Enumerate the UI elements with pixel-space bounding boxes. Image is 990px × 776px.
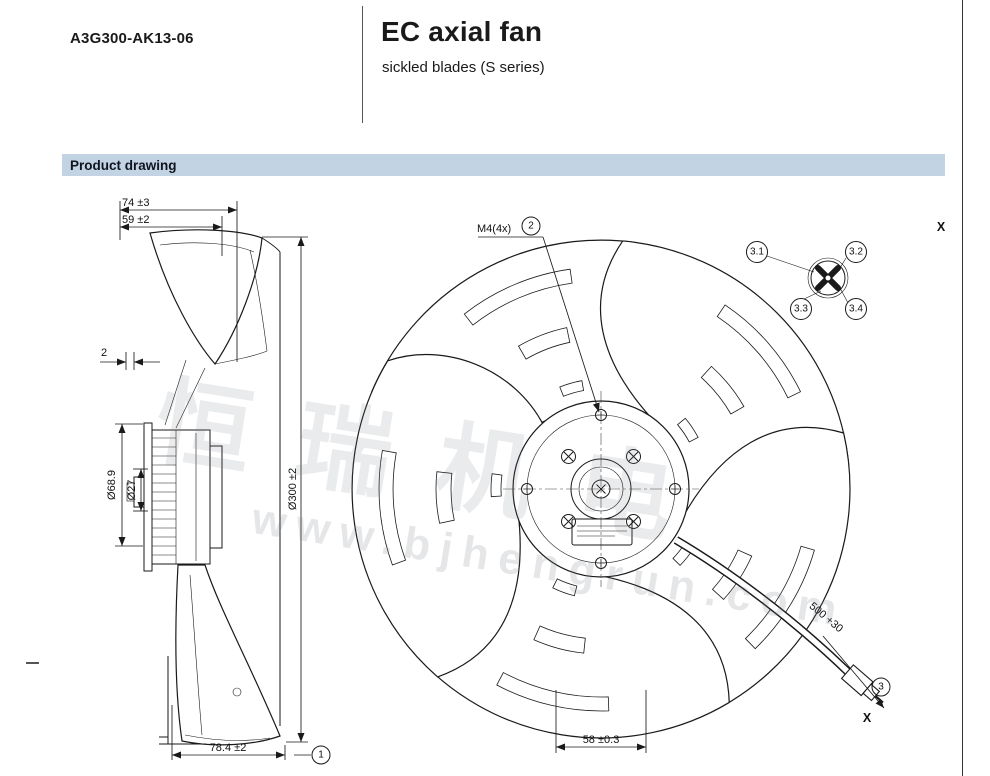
side-view <box>126 229 281 746</box>
centerlines <box>503 391 699 587</box>
dim-dia-shaft: Ø27 <box>126 468 148 512</box>
pin-3-3-label: 3.3 <box>794 304 808 315</box>
dim-m4-label: M4(4x) <box>477 223 511 235</box>
pin-3-4-label: 3.4 <box>849 304 863 315</box>
dim-59: 59 ±2 <box>120 214 223 256</box>
dim-59-label: 59 ±2 <box>122 214 149 226</box>
dim-74-label: 74 ±3 <box>122 197 149 209</box>
callout-2-circle <box>521 216 541 236</box>
bottom-bracket <box>159 656 206 745</box>
callout-3-circle <box>871 677 891 697</box>
pin-3-2-label: 3.2 <box>849 247 863 258</box>
page-right-border <box>962 0 963 776</box>
pin-3-2: 3.2 <box>845 241 867 263</box>
motor-laminations <box>152 437 176 556</box>
section-title: Product drawing <box>70 157 177 173</box>
dim-dia-motor: Ø68.9 <box>106 423 143 547</box>
dim-dia-motor-label: Ø68.9 <box>106 470 118 500</box>
dim-2-label: 2 <box>101 347 107 359</box>
view-x-label: X <box>937 220 946 234</box>
dim-depth: 78.4 ±2 1 <box>171 705 331 765</box>
mounting-holes <box>521 409 681 569</box>
dim-74: 74 ±3 <box>119 197 238 362</box>
section-x-bottom: X <box>822 635 885 725</box>
part-number: A3G300-AK13-06 <box>70 30 194 47</box>
connector-detail: X 3.1 3.2 3.3 3.4 <box>746 220 946 320</box>
dim-dia-shaft-label: Ø27 <box>126 480 138 501</box>
connector-face <box>810 260 846 296</box>
callout-1-circle <box>311 745 331 765</box>
pin-3-4: 3.4 <box>845 298 867 320</box>
callout-2: 2 <box>528 221 534 232</box>
pin-3-3: 3.3 <box>790 298 812 320</box>
margin-mark <box>26 662 39 664</box>
pin-3-1: 3.1 <box>746 241 768 263</box>
section-header-product-drawing: Product drawing <box>62 154 945 176</box>
page-title: EC axial fan <box>381 16 543 47</box>
hub-label <box>571 518 633 546</box>
side-bottom-blade <box>175 564 281 746</box>
pin-3-1-label: 3.1 <box>750 247 764 258</box>
section-x-bottom-label: X <box>863 711 872 725</box>
dim-dia-fan: Ø300 ±2 <box>262 236 308 743</box>
dim-m4: M4(4x) 2 <box>477 216 600 413</box>
dim-58-label: 58 ±0.3 <box>583 734 620 746</box>
header-divider <box>362 6 363 123</box>
callout-1: 1 <box>318 750 324 761</box>
side-view-dimensions: 74 ±3 59 ±2 2 Ø68.9 <box>100 197 331 765</box>
side-top-blade <box>149 229 263 365</box>
page-subtitle: sickled blades (S series) <box>382 59 545 76</box>
center-screw <box>591 479 611 499</box>
callout-3: 3 <box>878 682 884 693</box>
dim-depth-label: 78.4 ±2 <box>210 742 247 754</box>
front-view <box>292 193 934 776</box>
cable <box>673 536 884 704</box>
dim-dia-fan-label: Ø300 ±2 <box>287 468 299 510</box>
dim-58: 58 ±0.3 <box>555 690 647 753</box>
hub <box>503 391 699 587</box>
dim-2: 2 <box>100 347 160 370</box>
hub-screws <box>561 449 641 529</box>
blade-hole <box>232 687 242 697</box>
